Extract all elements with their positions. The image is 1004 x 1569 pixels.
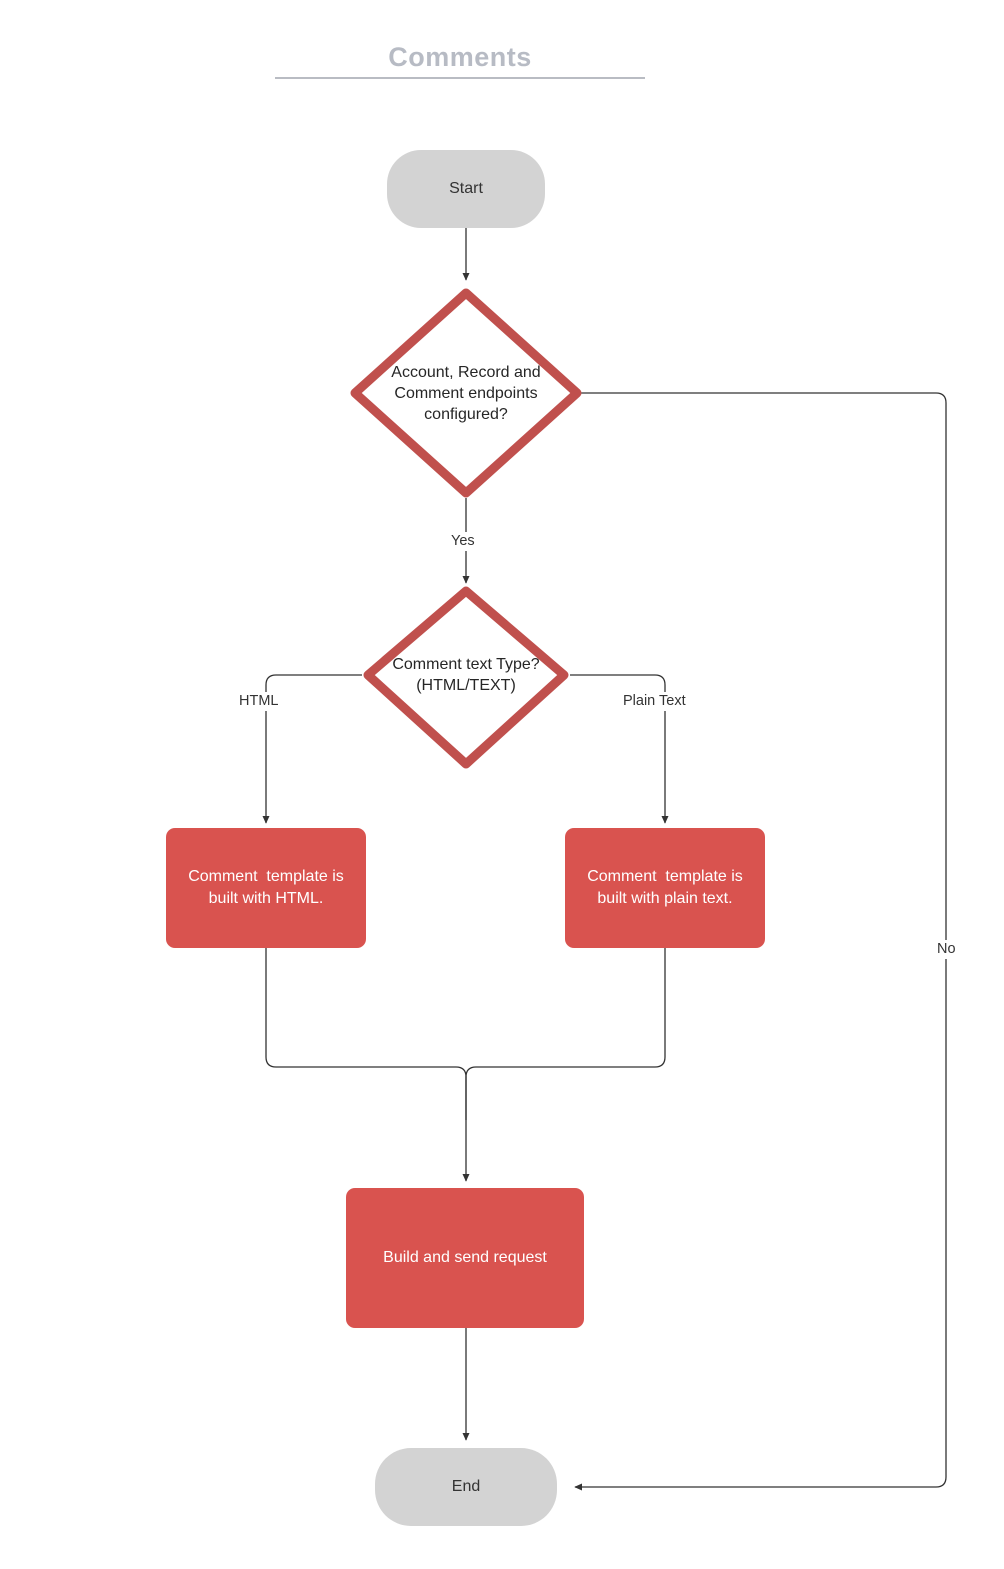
node-process-html-template[interactable] [166,828,366,948]
diagram-title-block: Comments [275,40,645,79]
title-divider [275,77,645,79]
page-title: Comments [388,42,532,72]
node-decision-endpoints-configured[interactable] [350,288,582,498]
node-process-build-send-request[interactable] [346,1188,584,1328]
edge-decision2-to-html-box [262,674,362,824]
node-end[interactable] [375,1448,557,1526]
node-start[interactable] [387,150,545,228]
node-process-plain-text-template[interactable] [565,828,765,948]
edge-label-yes: Yes [448,532,478,551]
edge-label-no: No [934,940,959,959]
edge-html-box-to-build-send [265,946,470,1182]
edge-label-html: HTML [236,692,282,711]
edge-decision2-to-plain-box [570,674,669,824]
edge-plain-box-to-build-send [465,946,666,1120]
node-decision-comment-text-type[interactable] [363,586,569,769]
edge-label-plain-text: Plain Text [620,692,689,711]
